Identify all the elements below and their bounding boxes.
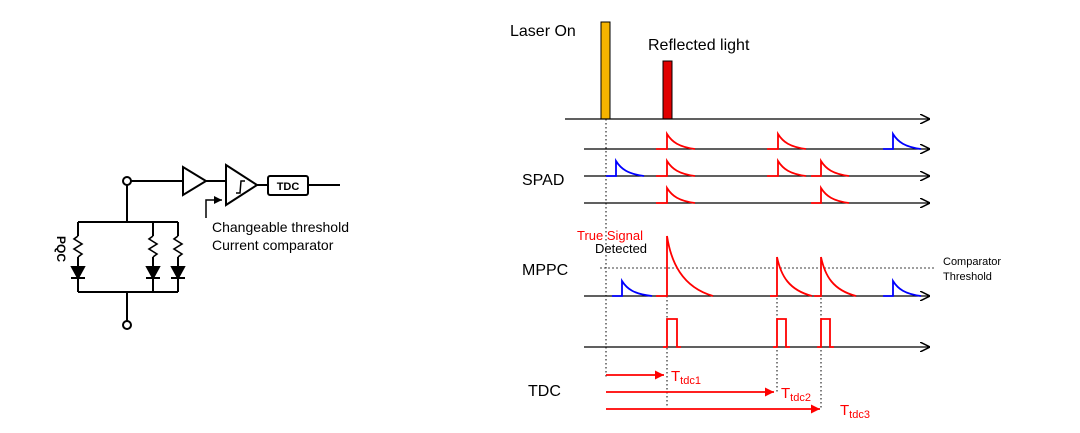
true-signal-label: True Signal (577, 228, 643, 243)
circuit-schematic (70, 163, 340, 330)
spad-pulse (811, 157, 850, 177)
spad-pulse (767, 157, 807, 177)
comparator (225, 163, 259, 207)
output-pulse (817, 318, 834, 348)
tdc3-subscript: tdc3 (849, 409, 870, 421)
quench-resistor (147, 235, 159, 258)
spad-pulse (656, 130, 696, 150)
tdc-box-label: TDC (277, 181, 300, 193)
tdc-row-label: TDC (528, 383, 561, 400)
tdc1-subscript: tdc1 (680, 375, 701, 387)
top-node (122, 176, 132, 186)
mppc-label: MPPC (522, 262, 568, 279)
mppc-pulses (612, 235, 922, 297)
bottom-node (122, 320, 132, 330)
spad-diode (170, 266, 186, 281)
spad-pulses (606, 130, 922, 204)
tdc1-label: Ttdc1 (671, 368, 701, 387)
mppc-pulse (656, 235, 714, 297)
pixel-branch-2 (145, 222, 161, 292)
dark-count-pulse (606, 157, 645, 177)
spad-label: SPAD (522, 172, 564, 189)
dark-count-pulse (612, 277, 653, 297)
quench-resistor (172, 235, 184, 258)
tdc3-label: Ttdc3 (840, 402, 870, 421)
spad-pulse (656, 157, 696, 177)
comparator-output-pulses (663, 318, 834, 348)
reflected-pulse (662, 60, 673, 120)
reflected-light-label: Reflected light (648, 37, 750, 54)
laser-on-label: Laser On (510, 23, 576, 40)
spad-pulse (767, 130, 807, 150)
output-pulse (663, 318, 681, 348)
tdc-intervals (606, 370, 820, 414)
dark-count-pulse (883, 130, 922, 150)
buffer-amplifier (182, 165, 208, 197)
laser-pulse (600, 21, 611, 120)
t-symbol: T (671, 368, 680, 385)
output-pulse (773, 318, 790, 348)
time-reference-lines (605, 119, 822, 409)
t-symbol: T (781, 385, 790, 402)
comparator-caption-line2: Current comparator (212, 237, 334, 253)
spad-diode (145, 266, 161, 281)
threshold-label: Threshold (943, 271, 992, 283)
spad-pulse (811, 184, 850, 204)
pixel-branch-pqc (70, 222, 86, 292)
detected-label: Detected (595, 241, 647, 256)
tdc2-label: Ttdc2 (781, 385, 811, 404)
spad-pulse (656, 184, 696, 204)
mppc-pulse (814, 256, 857, 297)
comparator-caption-line1: Changeable threshold (212, 219, 349, 235)
quench-resistor (72, 235, 84, 258)
mppc-pulse (770, 256, 813, 297)
hysteresis-symbol (236, 180, 245, 194)
comparator-label: Comparator (943, 256, 1001, 268)
dark-count-pulse (883, 277, 922, 297)
pixel-branch-3 (170, 222, 186, 292)
tdc2-subscript: tdc2 (790, 392, 811, 404)
spad-diode (70, 266, 86, 281)
t-symbol: T (840, 402, 849, 419)
pqc-label: PQC (54, 236, 68, 262)
